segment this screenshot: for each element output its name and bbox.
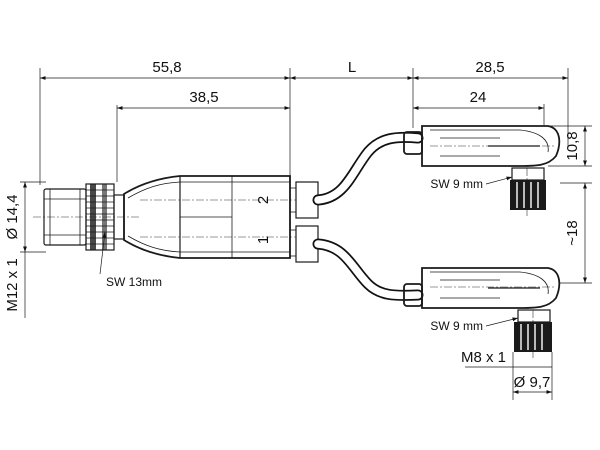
sw-top-callout: SW 9 mm xyxy=(430,176,513,191)
sw-bottom-callout: SW 9 mm xyxy=(430,317,519,333)
dim-body-length: 38,5 xyxy=(189,89,218,106)
m8-connector-lower xyxy=(403,267,561,352)
cable-lower xyxy=(312,238,424,301)
port-2-label: 2 xyxy=(255,196,272,204)
m8-connector-upper xyxy=(403,125,561,210)
dimension-lines xyxy=(20,68,592,400)
dim-right-diameter: Ø 9,7 xyxy=(514,374,551,391)
sw-bottom-label: SW 9 mm xyxy=(430,319,483,333)
dim-head-height: 10,8 xyxy=(564,131,581,160)
dim-left-thread: M12 x 1 xyxy=(4,258,21,311)
dim-overall-left: 55,8 xyxy=(152,59,181,76)
dim-head-length: 24 xyxy=(470,89,487,106)
sw-left-callout: SW 13mm xyxy=(99,231,162,289)
dim-cable-length: L xyxy=(348,59,356,76)
splitter-body: 2 1 xyxy=(123,175,319,263)
cable-upper xyxy=(312,131,424,206)
m12-connector xyxy=(43,183,125,251)
dim-height-spread: ~18 xyxy=(564,220,581,245)
sw-top-label: SW 9 mm xyxy=(430,177,483,191)
knurl-pattern xyxy=(86,184,114,250)
port-1-label: 1 xyxy=(255,236,272,244)
dim-right-head: 28,5 xyxy=(475,59,504,76)
sw-left-label: SW 13mm xyxy=(106,275,162,289)
dim-left-diameter: Ø 14,4 xyxy=(4,194,21,239)
dim-right-thread: M8 x 1 xyxy=(461,349,506,366)
dimension-labels: 55,8 L 28,5 38,5 24 10,8 ~18 Ø 14,4 M12 … xyxy=(4,59,581,391)
